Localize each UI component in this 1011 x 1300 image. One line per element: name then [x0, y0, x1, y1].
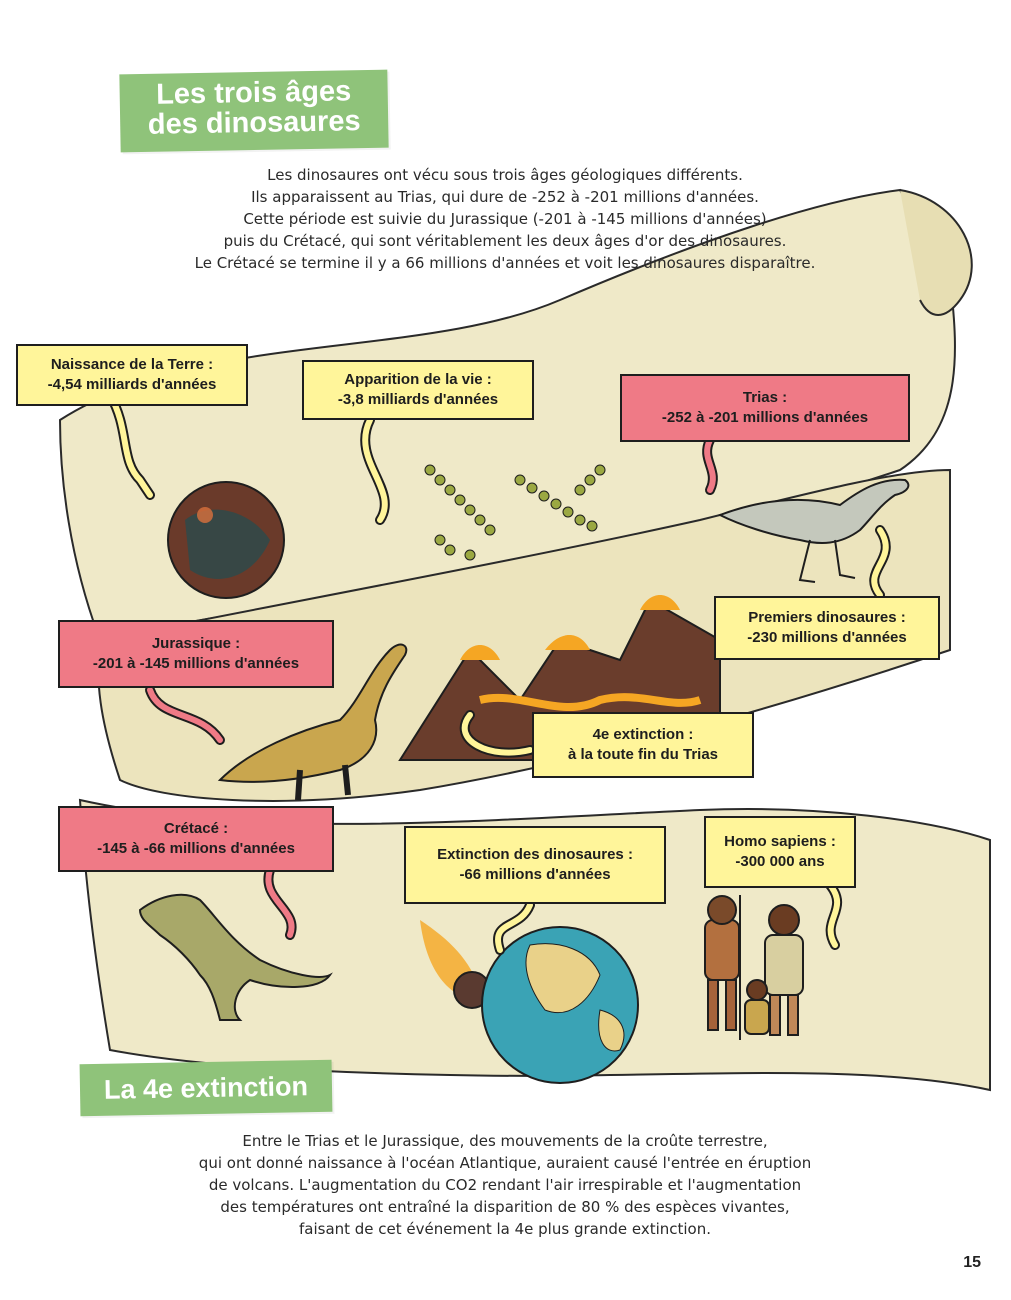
trias-dinosaur-drawing	[717, 478, 910, 583]
intro-paragraph: Les dinosaures ont vécu sous trois âges …	[130, 164, 880, 274]
label-naissance-terre: Naissance de la Terre : -4,54 milliards …	[16, 344, 248, 406]
section-line: des températures ont entraîné la dispari…	[220, 1198, 790, 1216]
label-cretace: Crétacé : -145 à -66 millions d'années	[58, 806, 334, 872]
intro-line: Ils apparaissent au Trias, qui dure de -…	[251, 188, 759, 206]
earth-globe-drawing	[481, 926, 639, 1084]
intro-line: puis du Crétacé, qui sont véritablement …	[223, 232, 787, 250]
homo-sapiens-drawing	[704, 895, 804, 1040]
label-homo-sapiens: Homo sapiens : -300 000 ans	[704, 816, 856, 888]
bacteria-drawing	[424, 464, 606, 561]
label-4e-extinction: 4e extinction : à la toute fin du Trias	[532, 712, 754, 778]
section-line: de volcans. L'augmentation du CO2 rendan…	[208, 1176, 802, 1194]
section-line: Entre le Trias et le Jurassique, des mou…	[242, 1132, 768, 1150]
trex-drawing	[138, 893, 333, 1021]
intro-line: Cette période est suivie du Jurassique (…	[243, 210, 767, 228]
parchment-ribbon-middle	[97, 468, 951, 802]
parchment-curl	[899, 189, 973, 316]
label-jurassique: Jurassique : -201 à -145 millions d'anné…	[58, 620, 334, 688]
section-line: qui ont donné naissance à l'océan Atlant…	[198, 1154, 812, 1172]
intro-line: Les dinosaures ont vécu sous trois âges …	[267, 166, 743, 184]
label-trias: Trias : -252 à -201 millions d'années	[620, 374, 910, 442]
meteor-drawing	[420, 920, 491, 1009]
label-extinction-dinosaures: Extinction des dinosaures : -66 millions…	[404, 826, 666, 904]
page-title-line2: des dinosaures	[147, 105, 361, 142]
label-apparition-vie: Apparition de la vie : -3,8 milliards d'…	[302, 360, 534, 420]
sauropod-drawing	[217, 643, 408, 801]
section-line: faisant de cet événement la 4e plus gran…	[298, 1220, 711, 1238]
page-number: 15	[963, 1254, 981, 1271]
section-paragraph: Entre le Trias et le Jurassique, des mou…	[120, 1130, 890, 1240]
intro-line: Le Crétacé se termine il y a 66 millions…	[194, 254, 816, 272]
page-title: Les trois âges des dinosaures	[119, 69, 389, 153]
label-premiers-dinosaures: Premiers dinosaures : -230 millions d'an…	[714, 596, 940, 660]
section-title-4e-extinction: La 4e extinction	[79, 1059, 333, 1117]
